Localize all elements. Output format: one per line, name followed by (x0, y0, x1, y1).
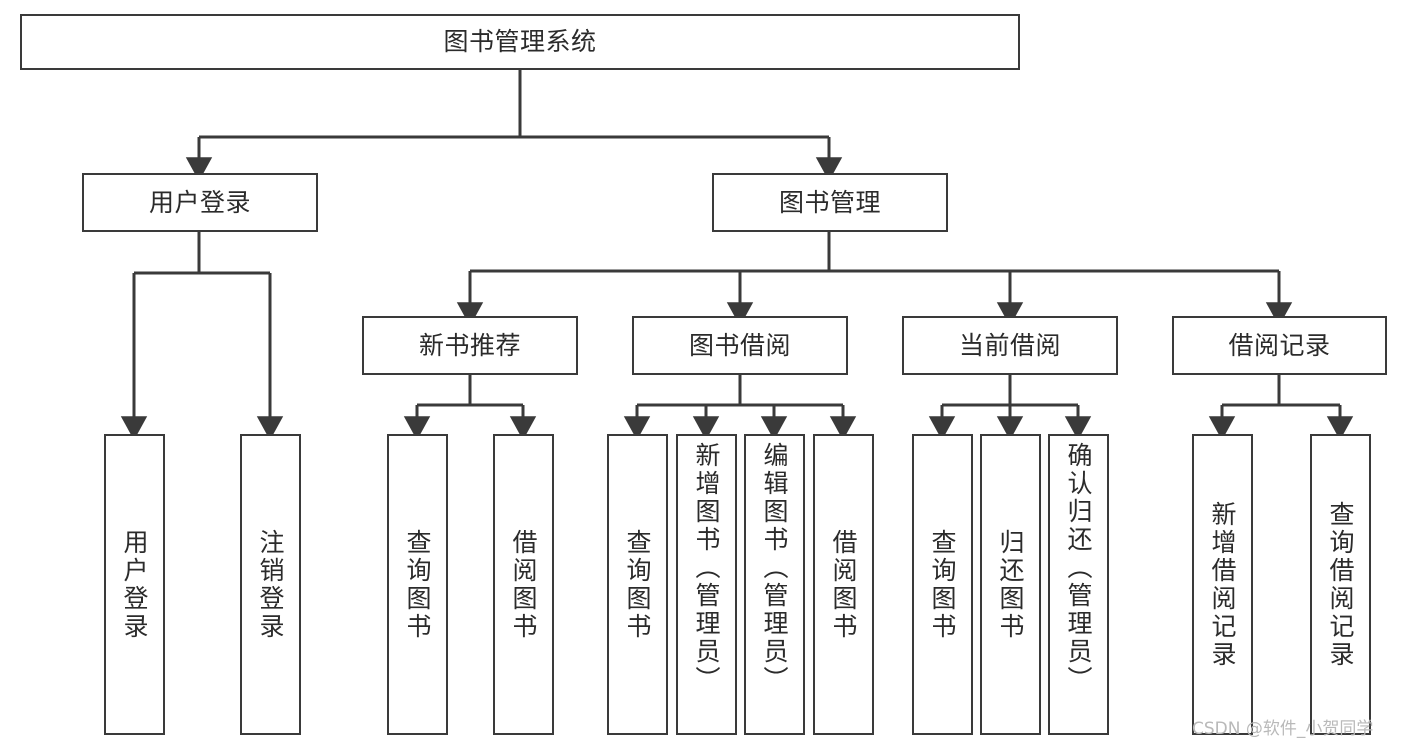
node-borrow-record-label: 借阅记录 (1228, 330, 1331, 360)
node-leaf-query-book-2-label: 查询图书 (623, 528, 652, 641)
node-new-book-recommend-label: 新书推荐 (418, 330, 521, 360)
node-leaf-user-login[interactable]: 用户登录 (104, 434, 165, 735)
node-leaf-edit-book-label: 编辑图书（管理员） (760, 442, 789, 694)
node-book-manage-label: 图书管理 (778, 187, 881, 217)
node-leaf-add-book-label: 新增图书（管理员） (692, 442, 721, 694)
node-book-borrow-label: 图书借阅 (688, 330, 791, 360)
node-leaf-user-logout[interactable]: 注销登录 (240, 434, 301, 735)
node-book-manage[interactable]: 图书管理 (712, 173, 948, 232)
node-leaf-borrow-book-1[interactable]: 借阅图书 (493, 434, 554, 735)
node-root[interactable]: 图书管理系统 (20, 14, 1020, 70)
node-leaf-user-logout-label: 注销登录 (256, 528, 285, 641)
node-user-login-label: 用户登录 (148, 187, 251, 217)
node-book-borrow[interactable]: 图书借阅 (632, 316, 848, 375)
node-leaf-query-book-3-label: 查询图书 (928, 528, 957, 641)
node-leaf-add-book[interactable]: 新增图书（管理员） (676, 434, 737, 735)
node-user-login[interactable]: 用户登录 (82, 173, 318, 232)
node-leaf-query-book-2[interactable]: 查询图书 (607, 434, 668, 735)
node-leaf-confirm-return[interactable]: 确认归还（管理员） (1048, 434, 1109, 735)
node-borrow-record[interactable]: 借阅记录 (1172, 316, 1387, 375)
node-leaf-user-login-label: 用户登录 (120, 528, 149, 641)
node-leaf-borrow-book-2-label: 借阅图书 (829, 528, 858, 641)
node-leaf-return-book[interactable]: 归还图书 (980, 434, 1041, 735)
node-leaf-query-book-3[interactable]: 查询图书 (912, 434, 973, 735)
node-leaf-edit-book[interactable]: 编辑图书（管理员） (744, 434, 805, 735)
node-leaf-query-record[interactable]: 查询借阅记录 (1310, 434, 1371, 735)
node-leaf-query-book-1-label: 查询图书 (403, 528, 432, 641)
node-leaf-return-book-label: 归还图书 (996, 528, 1025, 641)
node-leaf-borrow-book-1-label: 借阅图书 (509, 528, 538, 641)
node-leaf-query-record-label: 查询借阅记录 (1326, 500, 1355, 669)
watermark: CSDN @软件_小贺同学 (1192, 719, 1374, 739)
node-leaf-confirm-return-label: 确认归还（管理员） (1064, 442, 1093, 694)
node-current-borrow[interactable]: 当前借阅 (902, 316, 1118, 375)
node-leaf-add-record[interactable]: 新增借阅记录 (1192, 434, 1253, 735)
node-new-book-recommend[interactable]: 新书推荐 (362, 316, 578, 375)
node-leaf-add-record-label: 新增借阅记录 (1208, 500, 1237, 669)
node-root-label: 图书管理系统 (443, 27, 597, 56)
node-leaf-borrow-book-2[interactable]: 借阅图书 (813, 434, 874, 735)
node-current-borrow-label: 当前借阅 (958, 330, 1061, 360)
node-leaf-query-book-1[interactable]: 查询图书 (387, 434, 448, 735)
